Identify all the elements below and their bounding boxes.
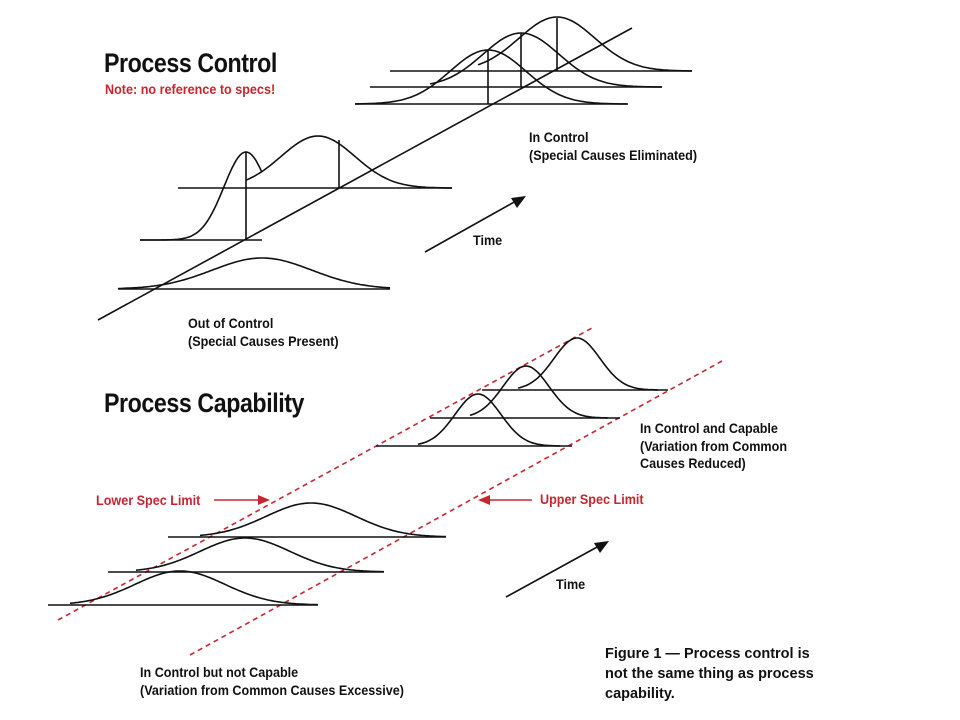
capable-label-line: (Variation from Common: [640, 437, 788, 454]
time-arrow-shaft: [424, 200, 517, 253]
in-control-label-line: In Control: [529, 129, 589, 145]
figure-caption-line: not the same thing as process: [605, 666, 814, 682]
figure-caption: Figure 1 — Process control is not the sa…: [605, 644, 814, 704]
out-of-control-label-line: (Special Causes Present): [188, 332, 339, 349]
not-capable-label-line: In Control but not Capable: [140, 664, 299, 680]
capable-label-line: Causes Reduced): [640, 455, 746, 471]
distribution-curve: [355, 49, 627, 105]
figure-caption-line: capability.: [605, 686, 675, 702]
capable-label-line: In Control and Capable: [640, 420, 778, 436]
time-arrowhead: [511, 196, 526, 208]
in-control-label-line: (Special Causes Eliminated): [529, 146, 698, 163]
distribution-curve: [69, 570, 319, 606]
distribution-curve: [140, 151, 263, 241]
process-capability-heading: Process Capability: [104, 388, 305, 418]
out-of-control-label: Out of Control (Special Causes Present): [188, 315, 339, 350]
time-axis-line: [97, 27, 633, 321]
out-of-control-label-line: Out of Control: [188, 315, 274, 331]
capable-label: In Control and Capable (Variation from C…: [640, 420, 787, 473]
process-control-diagram: [97, 16, 692, 321]
distribution-curve: [199, 502, 446, 538]
in-control-label: In Control (Special Causes Eliminated): [529, 129, 697, 164]
distribution-curve: [417, 393, 560, 447]
upper-spec-limit-label: Upper Spec Limit: [540, 491, 644, 507]
process-control-heading: Process Control: [104, 48, 277, 78]
distribution-curve: [477, 16, 692, 72]
figure-caption-line: Figure 1 — Process control is: [605, 646, 810, 662]
distribution-curve: [118, 257, 391, 290]
distribution-curve: [469, 365, 608, 419]
not-capable-label: In Control but not Capable (Variation fr…: [140, 664, 404, 699]
lower-spec-arrowhead: [258, 495, 270, 505]
distribution-curve: [429, 32, 662, 88]
process-capability-diagram: [48, 327, 723, 656]
time-label: Time: [556, 576, 586, 592]
lower-spec-limit-label: Lower Spec Limit: [96, 492, 201, 508]
time-arrow-shaft: [505, 545, 600, 598]
distribution-curve: [245, 135, 452, 189]
no-specs-note: Note: no reference to specs!: [105, 81, 276, 97]
distribution-curve: [517, 337, 658, 391]
time-label: Time: [473, 232, 503, 248]
distribution-curve: [135, 537, 384, 573]
upper-spec-limit-line: [189, 360, 723, 656]
lower-spec-limit-line: [57, 327, 593, 621]
not-capable-label-line: (Variation from Common Causes Excessive): [140, 681, 404, 698]
time-arrowhead: [594, 541, 609, 553]
upper-spec-arrowhead: [478, 495, 490, 505]
